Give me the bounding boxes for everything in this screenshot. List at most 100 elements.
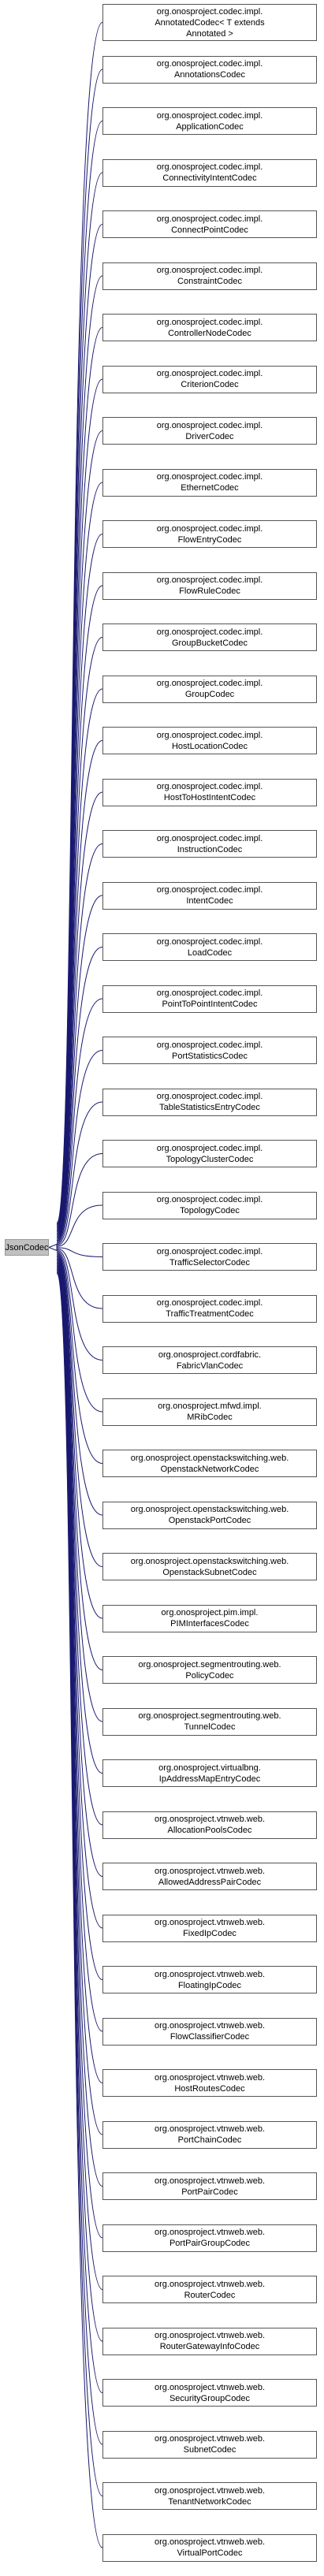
subclass-node[interactable]: org.onosproject.pim.impl.PIMInterfacesCo… xyxy=(102,1604,317,1632)
subclass-node[interactable]: org.onosproject.openstackswitching.web.O… xyxy=(102,1553,317,1580)
subclass-label-line: TableStatisticsEntryCodec xyxy=(159,1103,260,1112)
subclass-node[interactable]: org.onosproject.codec.impl.TopologyClust… xyxy=(102,1140,317,1167)
subclass-node[interactable]: org.onosproject.codec.impl.FlowEntryCode… xyxy=(102,520,317,548)
subclass-label-line: SubnetCodec xyxy=(183,2445,236,2455)
subclass-label-line: org.onosproject.codec.impl. xyxy=(156,833,263,843)
subclass-node[interactable]: org.onosproject.vtnweb.web.TenantNetwork… xyxy=(102,2482,317,2510)
subclass-node[interactable]: org.onosproject.mfwd.impl.MRibCodec xyxy=(102,1398,317,1426)
subclass-label-line: RouterCodec xyxy=(184,2290,236,2300)
subclass-label-line: TopologyCodec xyxy=(180,1206,240,1215)
subclass-label-line: OpenstackSubnetCodec xyxy=(162,1567,257,1577)
subclass-label-line: PolicyCodec xyxy=(185,1670,234,1681)
subclass-node[interactable]: org.onosproject.codec.impl.TopologyCodec xyxy=(102,1191,317,1219)
subclass-node[interactable]: org.onosproject.codec.impl.CriterionCode… xyxy=(102,365,317,393)
subclass-label-line: TopologyClusterCodec xyxy=(166,1154,254,1164)
subclass-label-line: ConnectivityIntentCodec xyxy=(162,173,257,183)
subclass-label-line: org.onosproject.openstackswitching.web. xyxy=(130,1505,289,1514)
subclass-label-line: org.onosproject.codec.impl. xyxy=(156,214,263,224)
subclass-label-line: PortPairCodec xyxy=(181,2187,238,2197)
inheritance-edge xyxy=(56,1254,103,1619)
subclass-node[interactable]: org.onosproject.vtnweb.web.PortPairCodec xyxy=(102,2172,317,2200)
subclass-node[interactable]: org.onosproject.vtnweb.web.PortChainCode… xyxy=(102,2120,317,2149)
subclass-label-line: IntentCodec xyxy=(186,896,233,906)
subclass-label-line: org.onosproject.vtnweb.web. xyxy=(154,2434,266,2444)
subclass-node[interactable]: org.onosproject.codec.impl.ControllerNod… xyxy=(102,314,317,341)
subclass-label-line: org.onosproject.vtnweb.web. xyxy=(154,1866,266,1876)
subclass-label-line: PointToPointIntentCodec xyxy=(162,1000,258,1009)
subclass-label-line: FixedIpCodec xyxy=(183,1929,236,1938)
subclass-label-line: AnnotationsCodec xyxy=(174,70,245,80)
subclass-node[interactable]: org.onosproject.vtnweb.web.RouterGateway… xyxy=(102,2327,317,2355)
subclass-node[interactable]: org.onosproject.codec.impl.AnnotatedCode… xyxy=(102,4,317,41)
subclass-label-line: org.onosproject.cordfabric. xyxy=(158,1349,262,1360)
subclass-node[interactable]: org.onosproject.codec.impl.TrafficSelect… xyxy=(102,1243,317,1271)
subclass-node[interactable]: org.onosproject.cordfabric.FabricVlanCod… xyxy=(102,1346,317,1374)
subclass-label-line: org.onosproject.codec.impl. xyxy=(156,1092,263,1101)
subclass-node[interactable]: org.onosproject.codec.impl.ConstraintCod… xyxy=(102,262,317,290)
subclass-node[interactable]: org.onosproject.codec.impl. PointToPointI… xyxy=(102,985,317,1013)
subclass-node[interactable]: org.onosproject.vtnweb.web.AllowedAddres… xyxy=(102,1863,317,1890)
subclass-node[interactable]: org.onosproject.vtnweb.web.SecurityGroup… xyxy=(102,2379,317,2407)
subclass-node[interactable]: org.onosproject.codec.impl.ApplicationCo… xyxy=(102,107,317,135)
subclass-label-line: org.onosproject.mfwd.impl. xyxy=(158,1402,262,1411)
subclass-node[interactable]: org.onosproject.codec.impl.ConnectPointC… xyxy=(102,210,317,238)
subclass-label-line: org.onosproject.vtnweb.web. xyxy=(154,2072,266,2083)
subclass-node[interactable]: org.onosproject.codec.impl.FlowRuleCodec xyxy=(102,571,317,600)
subclass-node[interactable]: org.onosproject.codec.impl.TrafficTreatm… xyxy=(102,1294,317,1323)
subclass-node[interactable]: org.onosproject.codec.impl.PortStatistic… xyxy=(102,1037,317,1064)
subclass-label-line: HostLocationCodec xyxy=(171,741,248,751)
subclass-node[interactable]: org.onosproject.vtnweb.web.SubnetCodec xyxy=(102,2430,317,2459)
subclass-label-line: org.onosproject.codec.impl. xyxy=(156,1246,263,1256)
subclass-node[interactable]: org.onosproject.vtnweb.web. PortPairGroup… xyxy=(102,2224,317,2252)
subclass-node[interactable]: org.onosproject.codec.impl.IntentCodec xyxy=(102,881,317,910)
subclass-node[interactable]: org.onosproject.openstackswitching.web.O… xyxy=(102,1501,317,1529)
subclass-label-line: org.onosproject.vtnweb.web. xyxy=(154,1918,266,1927)
subclass-node[interactable]: org.onosproject.virtualbng.IpAddressMapE… xyxy=(102,1759,317,1787)
subclass-node[interactable]: org.onosproject.vtnweb.web.RouterCodec xyxy=(102,2276,317,2303)
subclass-label-line: org.onosproject.segmentrouting.web. xyxy=(138,1711,281,1721)
subclass-label-line: TenantNetworkCodec xyxy=(168,2496,251,2507)
subclass-node[interactable]: org.onosproject.vtnweb.web.FloatingIpCod… xyxy=(102,1966,317,1993)
subclass-node[interactable]: org.onosproject.codec.impl.GroupCodec xyxy=(102,675,317,703)
subclass-label-line: org.onosproject.openstackswitching.web. xyxy=(130,1453,289,1463)
subclass-node[interactable]: org.onosproject.codec.impl.ConnectivityI… xyxy=(102,158,317,187)
subclass-label-line: EthernetCodec xyxy=(181,483,239,493)
subclass-label-line: DriverCodec xyxy=(185,431,234,441)
subclass-node[interactable]: org.onosproject.vtnweb.web.FlowClassifie… xyxy=(102,2017,317,2046)
subclass-label-line: SecurityGroupCodec xyxy=(169,2393,251,2403)
subclass-node[interactable]: org.onosproject.vtnweb.web.AllocationPoo… xyxy=(102,1811,317,1839)
subclass-label-line: PortPairGroupCodec xyxy=(169,2239,251,2248)
subclass-label-line: org.onosproject.vtnweb.web. xyxy=(154,2279,266,2289)
inheritance-edge xyxy=(56,1253,103,1567)
inheritance-edge xyxy=(56,740,103,1238)
subclass-node[interactable]: org.onosproject.vtnweb.web.VirtualPortCo… xyxy=(102,2533,317,2562)
subclass-node[interactable]: org.onosproject.codec.impl. TableStatisti… xyxy=(102,1088,317,1116)
base-class-node[interactable]: JsonCodec xyxy=(5,1239,49,1256)
inheritance-edge xyxy=(56,1256,103,1722)
inheritance-edge xyxy=(56,1248,103,1309)
subclass-label-line: VirtualPortCodec xyxy=(177,2548,243,2558)
subclass-node[interactable]: org.onosproject.codec.impl.DriverCodec xyxy=(102,417,317,445)
subclass-node[interactable]: org.onosproject.segmentrouting.web.Polic… xyxy=(102,1656,317,1684)
subclass-node[interactable]: org.onosproject.codec.impl.HostToHostInt… xyxy=(102,778,317,806)
subclass-node[interactable]: org.onosproject.openstackswitching.web.O… xyxy=(102,1450,317,1477)
subclass-label-line: ControllerNodeCodec xyxy=(168,328,251,338)
subclass-node[interactable]: org.onosproject.vtnweb.web.HostRoutesCod… xyxy=(102,2069,317,2097)
subclass-label-line: org.onosproject.codec.impl. xyxy=(156,1298,263,1308)
subclass-node[interactable]: org.onosproject.segmentrouting.web.Tunne… xyxy=(102,1707,317,1736)
subclass-label-line: org.onosproject.codec.impl. xyxy=(156,266,263,275)
subclass-label-line: org.onosproject.vtnweb.web. xyxy=(154,2228,266,2237)
inheritance-edge xyxy=(56,1101,103,1245)
subclass-node[interactable]: org.onosproject.codec.impl.GroupBucketCo… xyxy=(102,624,317,651)
subclass-node[interactable]: org.onosproject.codec.impl.HostLocationC… xyxy=(102,727,317,754)
subclass-node[interactable]: org.onosproject.codec.impl.EthernetCodec xyxy=(102,468,317,497)
subclass-label-line: PortStatisticsCodec xyxy=(172,1051,248,1061)
subclass-node[interactable]: org.onosproject.codec.impl.AnnotationsCo… xyxy=(102,55,317,84)
subclass-label-line: org.onosproject.codec.impl. xyxy=(156,988,263,998)
subclass-node[interactable]: org.onosproject.codec.impl.LoadCodec xyxy=(102,933,317,961)
subclass-label-line: RouterGatewayInfoCodec xyxy=(159,2342,260,2351)
subclass-node[interactable]: org.onosproject.vtnweb.web. FixedIpCodec xyxy=(102,1914,317,1942)
subclass-node[interactable]: org.onosproject.codec.impl.InstructionCo… xyxy=(102,830,317,858)
subclass-label-line: TunnelCodec xyxy=(184,1722,236,1732)
